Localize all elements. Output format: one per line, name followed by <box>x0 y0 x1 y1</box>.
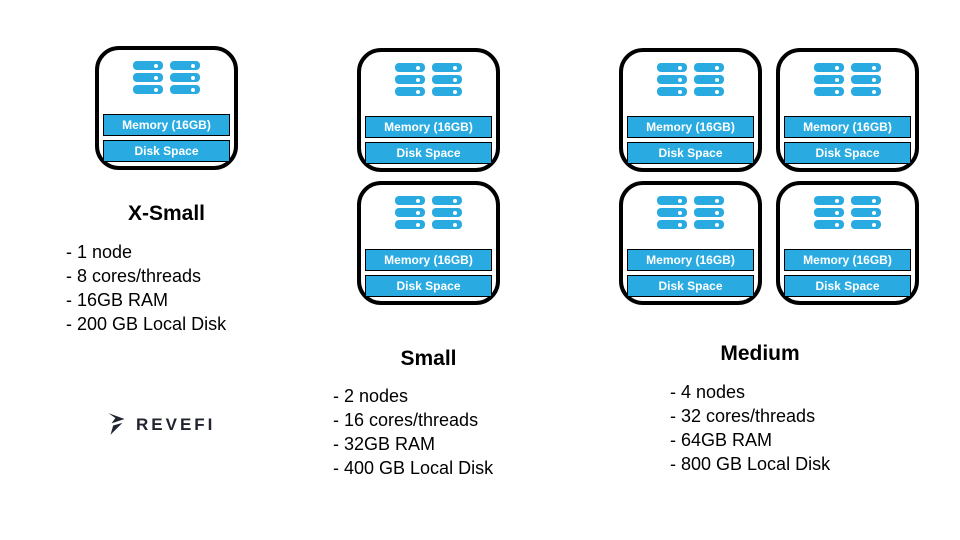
node-box: Memory (16GB) Disk Space <box>95 46 238 170</box>
memory-bar: Memory (16GB) <box>784 249 911 271</box>
spec-item: - 32GB RAM <box>333 434 436 454</box>
tier-specs-medium: - 4 nodes - 32 cores/threads - 64GB RAM … <box>670 380 830 476</box>
server-rack-icon <box>657 196 724 229</box>
spec-item: - 200 GB Local Disk <box>66 314 227 334</box>
disk-bar: Disk Space <box>784 142 911 164</box>
server-rack-icon <box>395 196 462 229</box>
spec-item: - 1 node <box>66 242 133 262</box>
server-rack-icon <box>657 63 724 96</box>
disk-bar: Disk Space <box>627 142 754 164</box>
memory-bar: Memory (16GB) <box>784 116 911 138</box>
disk-bar: Disk Space <box>627 275 754 297</box>
node-box: Memory (16GB) Disk Space <box>357 181 500 305</box>
spec-item: - 4 nodes <box>670 382 746 402</box>
spec-item: - 400 GB Local Disk <box>333 458 494 478</box>
node-box: Memory (16GB) Disk Space <box>619 48 762 172</box>
tier-specs-small: - 2 nodes - 16 cores/threads - 32GB RAM … <box>333 384 493 480</box>
disk-bar: Disk Space <box>103 140 230 162</box>
server-rack-icon <box>814 63 881 96</box>
spec-item: - 16GB RAM <box>66 290 169 310</box>
tier-title-medium: Medium <box>720 342 800 365</box>
spec-item: - 64GB RAM <box>670 430 773 450</box>
server-rack-icon <box>133 61 200 94</box>
tier-title-xsmall: X-Small <box>127 202 206 225</box>
spec-item: - 16 cores/threads <box>333 410 479 430</box>
tier-title-small: Small <box>400 347 457 370</box>
spec-item: - 8 cores/threads <box>66 266 202 286</box>
revefi-logo-text: REVEFI <box>136 415 216 434</box>
spec-item: - 32 cores/threads <box>670 406 816 426</box>
revefi-bird-icon <box>108 413 125 435</box>
memory-bar: Memory (16GB) <box>365 116 492 138</box>
disk-bar: Disk Space <box>365 142 492 164</box>
node-box: Memory (16GB) Disk Space <box>776 48 919 172</box>
node-box: Memory (16GB) Disk Space <box>619 181 762 305</box>
memory-bar: Memory (16GB) <box>103 114 230 136</box>
spec-item: - 800 GB Local Disk <box>670 454 831 474</box>
disk-bar: Disk Space <box>365 275 492 297</box>
disk-bar: Disk Space <box>784 275 911 297</box>
memory-bar: Memory (16GB) <box>627 249 754 271</box>
node-box: Memory (16GB) Disk Space <box>357 48 500 172</box>
memory-bar: Memory (16GB) <box>627 116 754 138</box>
spec-item: - 2 nodes <box>333 386 409 406</box>
node-box: Memory (16GB) Disk Space <box>776 181 919 305</box>
server-rack-icon <box>814 196 881 229</box>
tier-specs-xsmall: - 1 node - 8 cores/threads - 16GB RAM - … <box>66 240 226 336</box>
memory-bar: Memory (16GB) <box>365 249 492 271</box>
revefi-logo: REVEFI <box>106 412 215 438</box>
server-rack-icon <box>395 63 462 96</box>
